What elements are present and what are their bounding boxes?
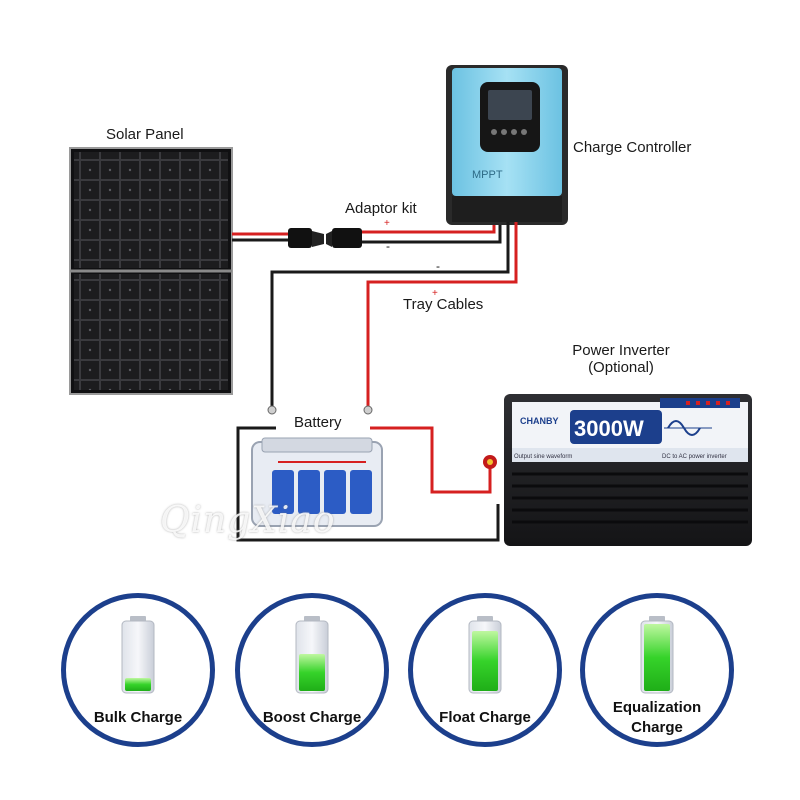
minus-mark-tray: - [436,259,440,273]
inverter-subtext-right: DC to AC power inverter [662,454,727,460]
power-inverter-label: Power Inverter (Optional) [548,342,694,376]
minus-mark-adaptor: - [386,239,390,253]
charge-stage-bulk: Bulk Charge [61,593,215,747]
tray-cables-label: Tray Cables [403,296,484,313]
charge-controller-label: Charge Controller [573,139,692,156]
charge-stage-label-equalization: Equalization Charge [585,698,729,738]
solar-panel [69,147,233,395]
adaptor-kit [288,228,362,248]
battery-icon-float [468,616,502,694]
charge-stage-label-bulk: Bulk Charge [93,709,183,726]
power-inverter: CHANBY 3000W Output sine waveform DC to … [483,394,752,546]
battery-icon-boost [295,616,329,694]
inverter-brand: CHANBY [520,416,559,426]
charge-stage-equalization: Equalization Charge [580,593,734,747]
charge-stage-float: Float Charge [408,593,562,747]
charge-stage-label-equalization-line1: Equalization [612,699,702,716]
battery-level-float [472,631,498,691]
battery-icon-bulk [121,616,155,694]
watermark: QingXiao [160,500,336,541]
battery [251,437,383,527]
solar-panel-label: Solar Panel [106,126,184,143]
charge-stage-label-float: Float Charge [439,709,531,726]
battery-label: Battery [294,414,342,431]
charge-controller: MPPT [446,65,568,225]
plus-mark-adaptor: + [384,218,390,229]
battery-level-equalization [644,624,670,691]
power-inverter-label-line1: Power Inverter [572,342,670,359]
charge-stage-label-boost: Boost Charge [262,709,362,726]
adaptor-kit-label: Adaptor kit [345,200,417,217]
terminal-lugs [267,405,373,415]
panel-wires [232,222,502,244]
charge-stage-label-equalization-line2: Charge [631,719,683,736]
inverter-wires [236,426,500,542]
battery-level-bulk [125,678,151,691]
charge-stage-boost: Boost Charge [235,593,389,747]
power-inverter-label-line2: (Optional) [588,359,654,376]
battery-wires [270,222,518,408]
inverter-subtext-left: Output sine waveform [514,454,572,460]
inverter-rating: 3000W [574,416,644,441]
controller-brand-text: MPPT [472,169,503,181]
battery-icon-equalization [640,616,674,694]
battery-level-boost [299,654,325,691]
plus-mark-tray: + [432,288,438,299]
